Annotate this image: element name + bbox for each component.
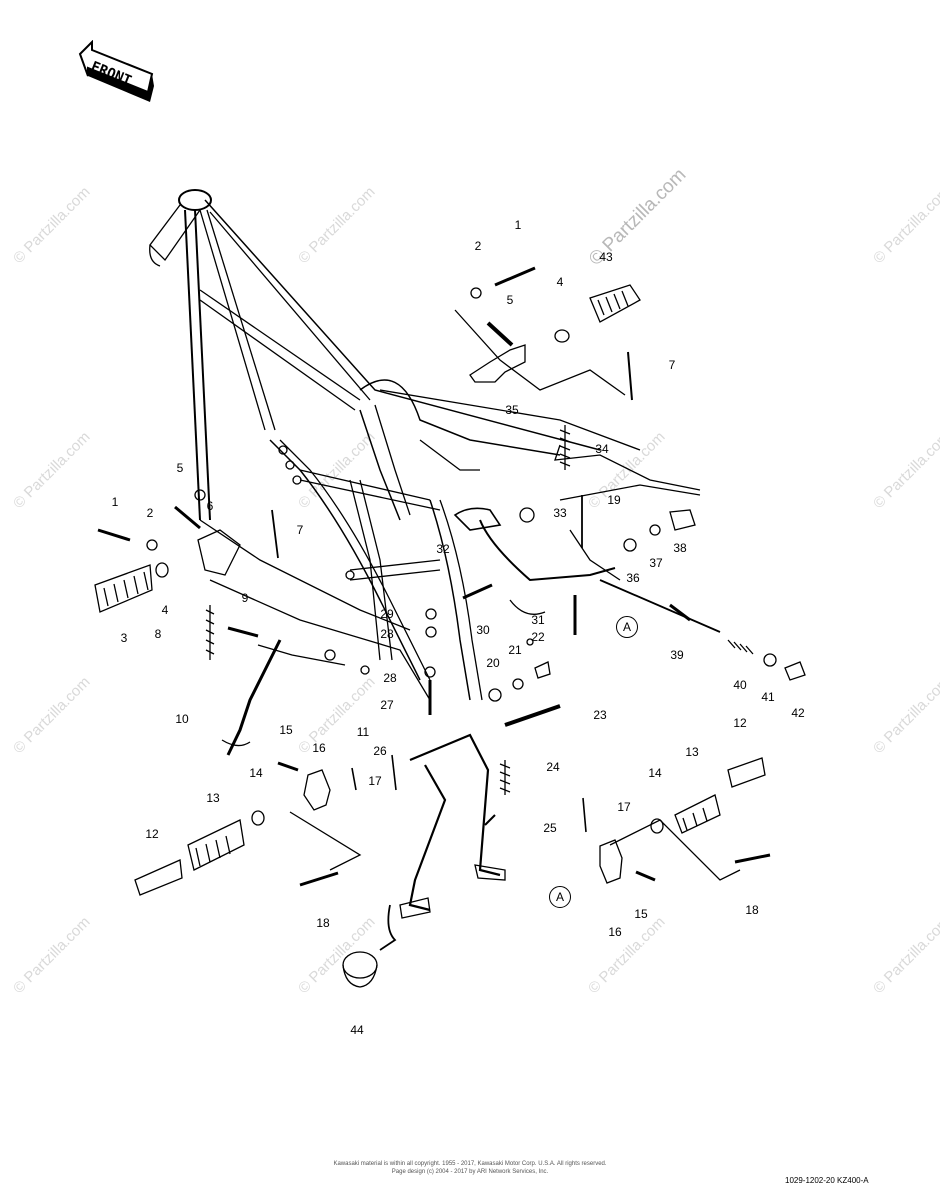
part-label-28: 28: [383, 671, 397, 685]
diagram-code: 1029-1202-20 KZ400-A: [785, 1176, 869, 1185]
part-label-20: 20: [486, 656, 500, 670]
part-label-19: 19: [607, 493, 621, 507]
part-label-30: 30: [476, 623, 490, 637]
part-label-44: 44: [350, 1023, 364, 1037]
part-label-39: 39: [670, 648, 684, 662]
part-label-8: 8: [154, 627, 162, 641]
part-label-12: 12: [733, 716, 747, 730]
part-label-14: 14: [648, 766, 662, 780]
part-label-13: 13: [206, 791, 220, 805]
front-arrow-icon: [78, 40, 154, 102]
part-label-5: 5: [176, 461, 184, 475]
part-label-40: 40: [733, 678, 747, 692]
part-label-18: 18: [316, 916, 330, 930]
part-label-32: 32: [436, 542, 450, 556]
part-label-13: 13: [685, 745, 699, 759]
part-label-17: 17: [617, 800, 631, 814]
part-label-33: 33: [553, 506, 567, 520]
part-label-26: 26: [373, 744, 387, 758]
part-label-42: 42: [791, 706, 805, 720]
part-label-2: 2: [146, 506, 154, 520]
part-label-36: 36: [626, 571, 640, 585]
part-label-24: 24: [546, 760, 560, 774]
callout-a-marker: A: [549, 886, 571, 908]
part-label-22: 22: [531, 630, 545, 644]
callout-a-marker: A: [616, 616, 638, 638]
part-label-5: 5: [506, 293, 514, 307]
part-label-31: 31: [531, 613, 545, 627]
part-label-10: 10: [175, 712, 189, 726]
part-label-15: 15: [279, 723, 293, 737]
part-label-41: 41: [761, 690, 775, 704]
part-label-3: 3: [120, 631, 128, 645]
part-label-1: 1: [514, 218, 522, 232]
copyright-line: Kawasaki material is within all copyrigh…: [333, 1161, 607, 1167]
part-label-29: 29: [380, 607, 394, 621]
part-label-4: 4: [161, 603, 169, 617]
part-label-2: 2: [474, 239, 482, 253]
part-label-16: 16: [608, 925, 622, 939]
part-label-15: 15: [634, 907, 648, 921]
part-label-14: 14: [249, 766, 263, 780]
part-label-25: 25: [543, 821, 557, 835]
part-label-4: 4: [556, 275, 564, 289]
part-label-27: 27: [380, 698, 394, 712]
part-label-35: 35: [505, 403, 519, 417]
part-label-7: 7: [668, 358, 676, 372]
part-label-37: 37: [649, 556, 663, 570]
part-label-23: 23: [593, 708, 607, 722]
part-label-16: 16: [312, 741, 326, 755]
part-label-17: 17: [368, 774, 382, 788]
part-label-21: 21: [508, 643, 522, 657]
part-label-11: 11: [356, 725, 370, 739]
part-label-18: 18: [745, 903, 759, 917]
part-label-38: 38: [673, 541, 687, 555]
part-label-28: 28: [380, 627, 394, 641]
part-label-6: 6: [206, 499, 214, 513]
part-label-1: 1: [111, 495, 119, 509]
part-label-34: 34: [595, 442, 609, 456]
copyright-line: Page design (c) 2004 - 2017 by ARI Netwo…: [391, 1169, 549, 1175]
part-label-7: 7: [296, 523, 304, 537]
part-label-12: 12: [145, 827, 159, 841]
part-label-43: 43: [599, 250, 613, 264]
part-label-9: 9: [241, 591, 249, 605]
